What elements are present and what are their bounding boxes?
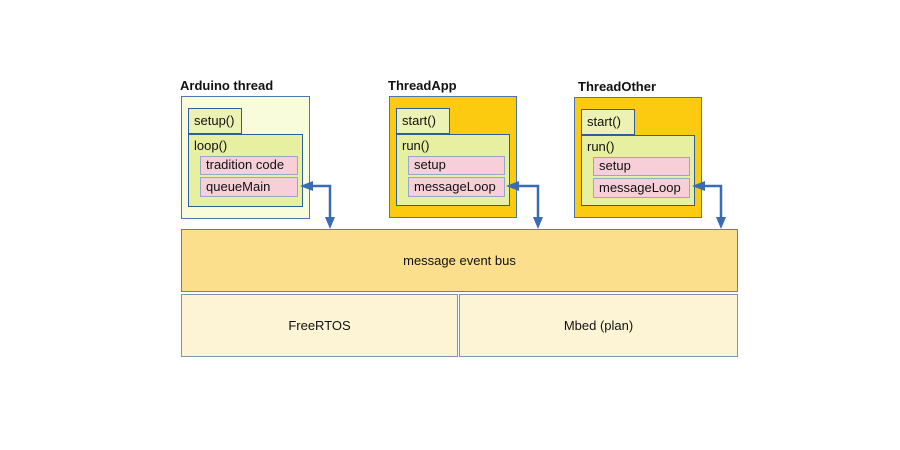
loop-method-label: loop() — [194, 138, 228, 153]
message-event-bus-label: message event bus — [403, 253, 516, 268]
queue-main-box: queueMain — [200, 177, 298, 197]
message-event-bus-box: message event bus — [181, 229, 738, 292]
run-method-label: run() — [587, 139, 615, 154]
thread-title-other: ThreadOther — [578, 79, 657, 94]
setup-step-box: setup — [593, 157, 690, 176]
setup-step-box: setup — [408, 156, 505, 175]
platform-mbed-label: Mbed (plan) — [563, 318, 634, 333]
start-method-box: start() — [581, 109, 635, 135]
thread-title-app: ThreadApp — [388, 78, 457, 93]
thread-box-arduino: setup() loop() tradition code queueMain — [181, 96, 310, 219]
run-method-box: run() setup messageLoop — [581, 135, 695, 206]
thread-box-app: start() run() setup messageLoop — [389, 96, 517, 218]
thread-title-arduino: Arduino thread — [180, 78, 274, 93]
message-loop-box: messageLoop — [593, 178, 690, 198]
platform-freertos-label: FreeRTOS — [288, 318, 351, 333]
platform-mbed-box: Mbed (plan) — [459, 294, 738, 357]
run-method-label: run() — [402, 138, 430, 153]
tradition-code-box: tradition code — [200, 156, 298, 175]
start-method-box: start() — [396, 108, 450, 134]
run-method-box: run() setup messageLoop — [396, 134, 510, 206]
message-loop-box: messageLoop — [408, 177, 505, 197]
platform-freertos-box: FreeRTOS — [181, 294, 458, 357]
thread-box-other: start() run() setup messageLoop — [574, 97, 702, 218]
loop-method-box: loop() tradition code queueMain — [188, 134, 303, 207]
setup-method-box: setup() — [188, 108, 242, 134]
